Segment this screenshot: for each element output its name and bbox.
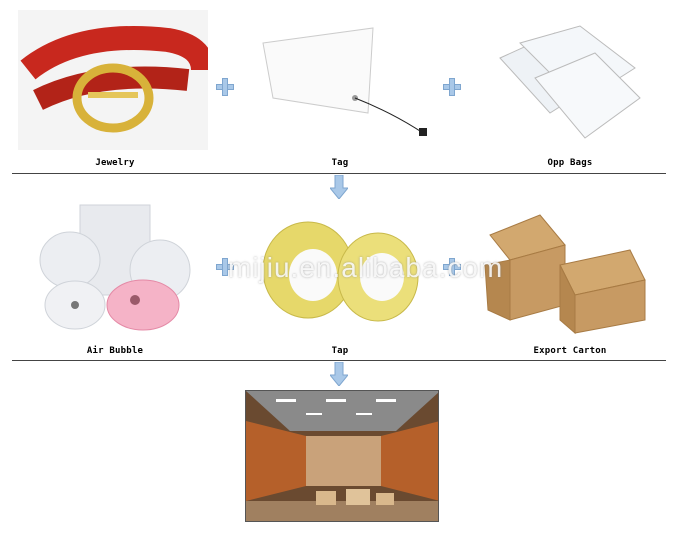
plus-icon [216,258,234,276]
label-tag: Tag [331,158,349,168]
belt-illustration [18,10,215,150]
label-opp-bags: Opp Bags [547,158,593,168]
tag-image [243,18,438,148]
warehouse-illustration [246,391,438,521]
plus-icon [216,78,234,96]
tape-image [258,215,428,330]
label-tap: Tap [331,346,349,356]
jewelry-image [18,10,215,150]
down-arrow-icon [330,362,348,386]
watermark: mijiu.en.alibaba.com [228,252,504,283]
label-export-carton: Export Carton [533,346,607,356]
divider-line [12,173,666,174]
air-bubble-image [35,200,195,335]
tape-illustration [262,221,419,322]
opp-bags-image [495,18,645,148]
down-arrow-icon [330,175,348,199]
label-jewelry: Jewelry [95,158,135,168]
plus-icon [443,78,461,96]
divider-line [12,360,666,361]
carton-illustration [484,214,646,335]
label-air-bubble: Air Bubble [86,346,144,356]
warehouse-image [245,390,439,522]
tag-illustration [262,27,427,136]
opp-bags-illustration [499,25,641,139]
plus-icon [443,258,461,276]
air-bubble-illustration [39,204,191,331]
export-carton-image [480,205,650,335]
